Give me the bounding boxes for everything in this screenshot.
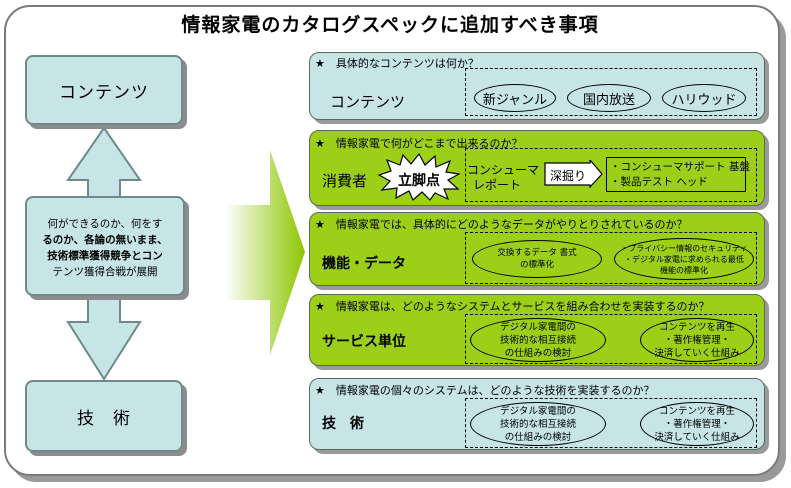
panel-technology-dashed-area xyxy=(465,398,757,448)
description-line-2: るのか、各論の無いまま、 xyxy=(42,234,168,246)
description-line-3: 技術標準獲得競争とコン xyxy=(47,250,163,262)
panel-technology-question: ★ 情報家電の個々のシステムは、どのような技術を実装するのか？ xyxy=(315,384,655,397)
standpoint-burst xyxy=(378,153,460,201)
technology-copyright-line-3: 決済していく仕組み xyxy=(654,431,740,443)
technology-box-label: 技 術 xyxy=(77,408,131,429)
panel-consumer-question: ★ 情報家電で何がどこまで出来るのか？ xyxy=(315,137,523,150)
domestic-broadcast-oval: 国内放送 xyxy=(567,84,651,112)
consumer-support-box xyxy=(606,157,746,192)
description-box: 何ができるのか、何をす るのか、各論の無いまま、 技術標準獲得競争とコン テンツ… xyxy=(25,196,185,296)
service-interconnect-line-1: デジタル家電間の xyxy=(500,321,576,333)
service-copyright-line-3: 決済していく仕組み xyxy=(654,347,740,359)
panel-technology-category: 技 術 xyxy=(322,416,364,432)
deep-dive-label: 深掘り xyxy=(550,169,587,183)
service-copyright-line-2: ・著作権管理・ xyxy=(663,334,731,346)
content-box: コンテンツ xyxy=(25,55,183,125)
privacy-line-2: ・デジタル家電に求められる最低 xyxy=(624,254,744,264)
panel-content-dashed-area xyxy=(465,68,757,116)
privacy-security-oval: ・プライバシー情報のセキュリティ・デジタル家電に求められる最低機能の標準化 xyxy=(614,238,754,280)
technology-interconnect-line-1: デジタル家電間の xyxy=(500,405,576,417)
panel-function-question: ★ 情報家電では、具体的にどのようなデータがやりとりされているのか？ xyxy=(315,218,688,231)
service-interconnect-oval: デジタル家電間の技術的な相互接続の仕組みの検討 xyxy=(470,318,606,362)
technology-copyright-oval: コンテンツを再生・著作権管理・決済していく仕組み xyxy=(640,402,754,446)
technology-interconnect-oval: デジタル家電間の技術的な相互接続の仕組みの検討 xyxy=(470,402,606,446)
big-right-arrow-shape xyxy=(225,150,305,355)
panel-consumer xyxy=(309,130,765,206)
panel-consumer-category: 消費者 xyxy=(322,172,368,190)
standpoint-burst-shape xyxy=(378,153,460,201)
content-box-label: コンテンツ xyxy=(59,82,149,103)
deep-dive-arrow-shape xyxy=(544,160,603,188)
description-line-4: テンツ獲得合戦が展開 xyxy=(52,266,158,278)
panel-service-dashed-area xyxy=(465,314,757,364)
data-format-line-2: の標準化 xyxy=(519,260,554,270)
data-format-line-1: 交換するデータ 書式 xyxy=(497,248,577,258)
diagram-title: 情報家電のカタログスペックに追加すべき事項 xyxy=(181,14,599,36)
technology-interconnect-line-2: 技術的な相互接続 xyxy=(499,418,576,430)
deep-dive-arrow xyxy=(544,160,603,188)
panel-content-question: ★ 具体的なコンテンツは何か？ xyxy=(315,57,479,70)
data-format-oval: 交換するデータ 書式の標準化 xyxy=(472,240,602,278)
genre-new-oval: 新ジャンル xyxy=(474,84,556,112)
service-copyright-line-1: コンテンツを再生 xyxy=(658,321,735,333)
big-right-arrow xyxy=(225,150,305,355)
technology-interconnect-line-3: の仕組みの検討 xyxy=(504,431,572,443)
service-copyright-oval: コンテンツを再生・著作権管理・決済していく仕組み xyxy=(640,318,754,362)
description-line-1: 何ができるのか、何をす xyxy=(47,218,163,230)
panel-service-category: サービス単位 xyxy=(322,334,406,350)
service-interconnect-line-2: 技術的な相互接続 xyxy=(499,334,576,346)
technology-copyright-line-2: ・著作権管理・ xyxy=(663,418,731,430)
panel-consumer-dashed-area xyxy=(465,148,757,202)
consumer-report-line-1: コンシューマ xyxy=(467,163,540,177)
consumer-support-bullet-1: ・コンシューマサポート 基盤 xyxy=(610,161,750,173)
panel-function-category: 機能・データ xyxy=(322,256,406,272)
privacy-line-3: 機能の標準化 xyxy=(659,265,708,275)
technology-copyright-line-1: コンテンツを再生 xyxy=(658,405,735,417)
panel-function-dashed-area xyxy=(465,232,757,284)
consumer-support-bullet-2: ・製品テスト ヘッド xyxy=(610,176,708,188)
standpoint-label: 立脚点 xyxy=(398,173,440,189)
panel-service-question: ★ 情報家電は、どのようなシステムとサービスを組み合わせを実装するのか？ xyxy=(315,300,710,313)
hollywood-oval: ハリウッド xyxy=(662,84,746,112)
privacy-line-1: ・プライバシー情報のセキュリティ xyxy=(620,243,748,253)
technology-box: 技 術 xyxy=(25,380,183,452)
panel-content-category: コンテンツ xyxy=(330,93,406,111)
service-interconnect-line-3: の仕組みの検討 xyxy=(504,347,572,359)
consumer-report-line-2: レポート xyxy=(473,178,522,192)
